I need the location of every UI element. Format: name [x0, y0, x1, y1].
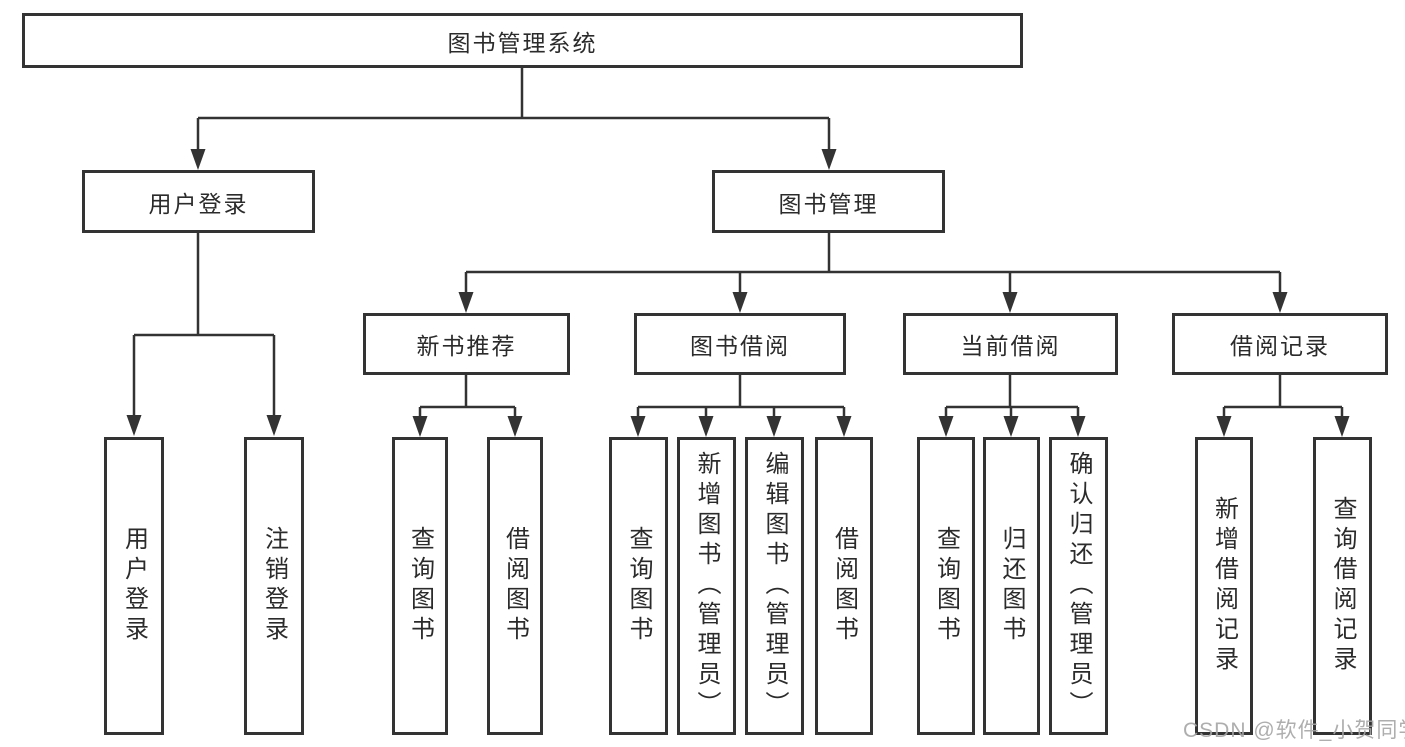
- leaf-br-add-record-label: 新增借阅记录: [1210, 496, 1238, 676]
- node-book-borrowing: 图书借阅: [634, 313, 846, 375]
- node-user-login: 用户登录: [82, 170, 315, 233]
- leaf-bb-query-books: 查询图书: [609, 437, 668, 735]
- leaf-cb-query-books: 查询图书: [917, 437, 975, 735]
- leaf-cb-return-books: 归还图书: [983, 437, 1040, 735]
- leaf-nbr-query-books-label: 查询图书: [406, 526, 434, 646]
- node-borrowing-records: 借阅记录: [1172, 313, 1388, 375]
- arrowhead-icon: [1334, 416, 1350, 437]
- arrowhead-icon: [458, 292, 474, 313]
- leaf-br-query-record-label: 查询借阅记录: [1329, 496, 1356, 676]
- leaf-nbr-borrow-books-label: 借阅图书: [501, 526, 529, 646]
- leaf-br-add-record: 新增借阅记录: [1195, 437, 1253, 735]
- leaf-bb-query-books-label: 查询图书: [625, 526, 652, 646]
- node-current-borrowing: 当前借阅: [903, 313, 1118, 375]
- arrowhead-icon: [821, 149, 837, 170]
- arrowhead-icon: [698, 416, 714, 437]
- leaf-bb-borrow-books: 借阅图书: [815, 437, 873, 735]
- leaf-cb-confirm-return-admin-label: 确认归还（管理员）: [1065, 451, 1092, 721]
- node-borrowing-records-label: 借阅记录: [1230, 333, 1330, 359]
- arrowhead-icon: [1003, 416, 1019, 437]
- arrowhead-icon: [938, 416, 954, 437]
- arrowhead-icon: [190, 149, 206, 170]
- node-new-book-recommend-label: 新书推荐: [416, 333, 517, 359]
- arrowhead-icon: [507, 416, 523, 437]
- node-user-login-label: 用户登录: [148, 190, 249, 217]
- leaf-user-login: 用户登录: [104, 437, 164, 735]
- leaf-user-login-label: 用户登录: [120, 526, 148, 646]
- node-book-borrowing-label: 图书借阅: [690, 333, 790, 359]
- node-book-management: 图书管理: [712, 170, 945, 233]
- leaf-nbr-borrow-books: 借阅图书: [487, 437, 543, 735]
- node-book-management-label: 图书管理: [778, 190, 879, 217]
- leaf-nbr-query-books: 查询图书: [392, 437, 448, 735]
- arrowhead-icon: [126, 415, 142, 436]
- node-current-borrowing-label: 当前借阅: [960, 333, 1061, 359]
- leaf-bb-borrow-books-label: 借阅图书: [830, 526, 858, 646]
- arrowhead-icon: [1216, 416, 1232, 437]
- node-new-book-recommend: 新书推荐: [363, 313, 570, 375]
- watermark: CSDN @软件_小贺同学: [1183, 719, 1405, 742]
- leaf-bb-edit-books-admin-label: 编辑图书（管理员）: [761, 451, 788, 721]
- arrowhead-icon: [732, 292, 748, 313]
- arrowhead-icon: [1002, 292, 1018, 313]
- arrowhead-icon: [766, 416, 782, 437]
- arrowhead-icon: [630, 416, 646, 437]
- arrowhead-icon: [412, 416, 428, 437]
- leaf-cb-confirm-return-admin: 确认归还（管理员）: [1049, 437, 1108, 735]
- arrowhead-icon: [836, 416, 852, 437]
- leaf-bb-add-books-admin: 新增图书（管理员）: [677, 437, 736, 735]
- leaf-logout-label: 注销登录: [260, 526, 288, 646]
- leaf-bb-add-books-admin-label: 新增图书（管理员）: [693, 451, 720, 721]
- leaf-bb-edit-books-admin: 编辑图书（管理员）: [745, 437, 804, 735]
- leaf-cb-return-books-label: 归还图书: [998, 526, 1025, 646]
- node-library-system-label: 图书管理系统: [447, 29, 598, 56]
- arrowhead-icon: [1272, 292, 1288, 313]
- node-library-system: 图书管理系统: [22, 13, 1023, 68]
- leaf-cb-query-books-label: 查询图书: [932, 526, 960, 646]
- arrowhead-icon: [1070, 416, 1086, 437]
- arrowhead-icon: [266, 415, 282, 436]
- leaf-br-query-record: 查询借阅记录: [1313, 437, 1372, 735]
- leaf-logout: 注销登录: [244, 437, 304, 735]
